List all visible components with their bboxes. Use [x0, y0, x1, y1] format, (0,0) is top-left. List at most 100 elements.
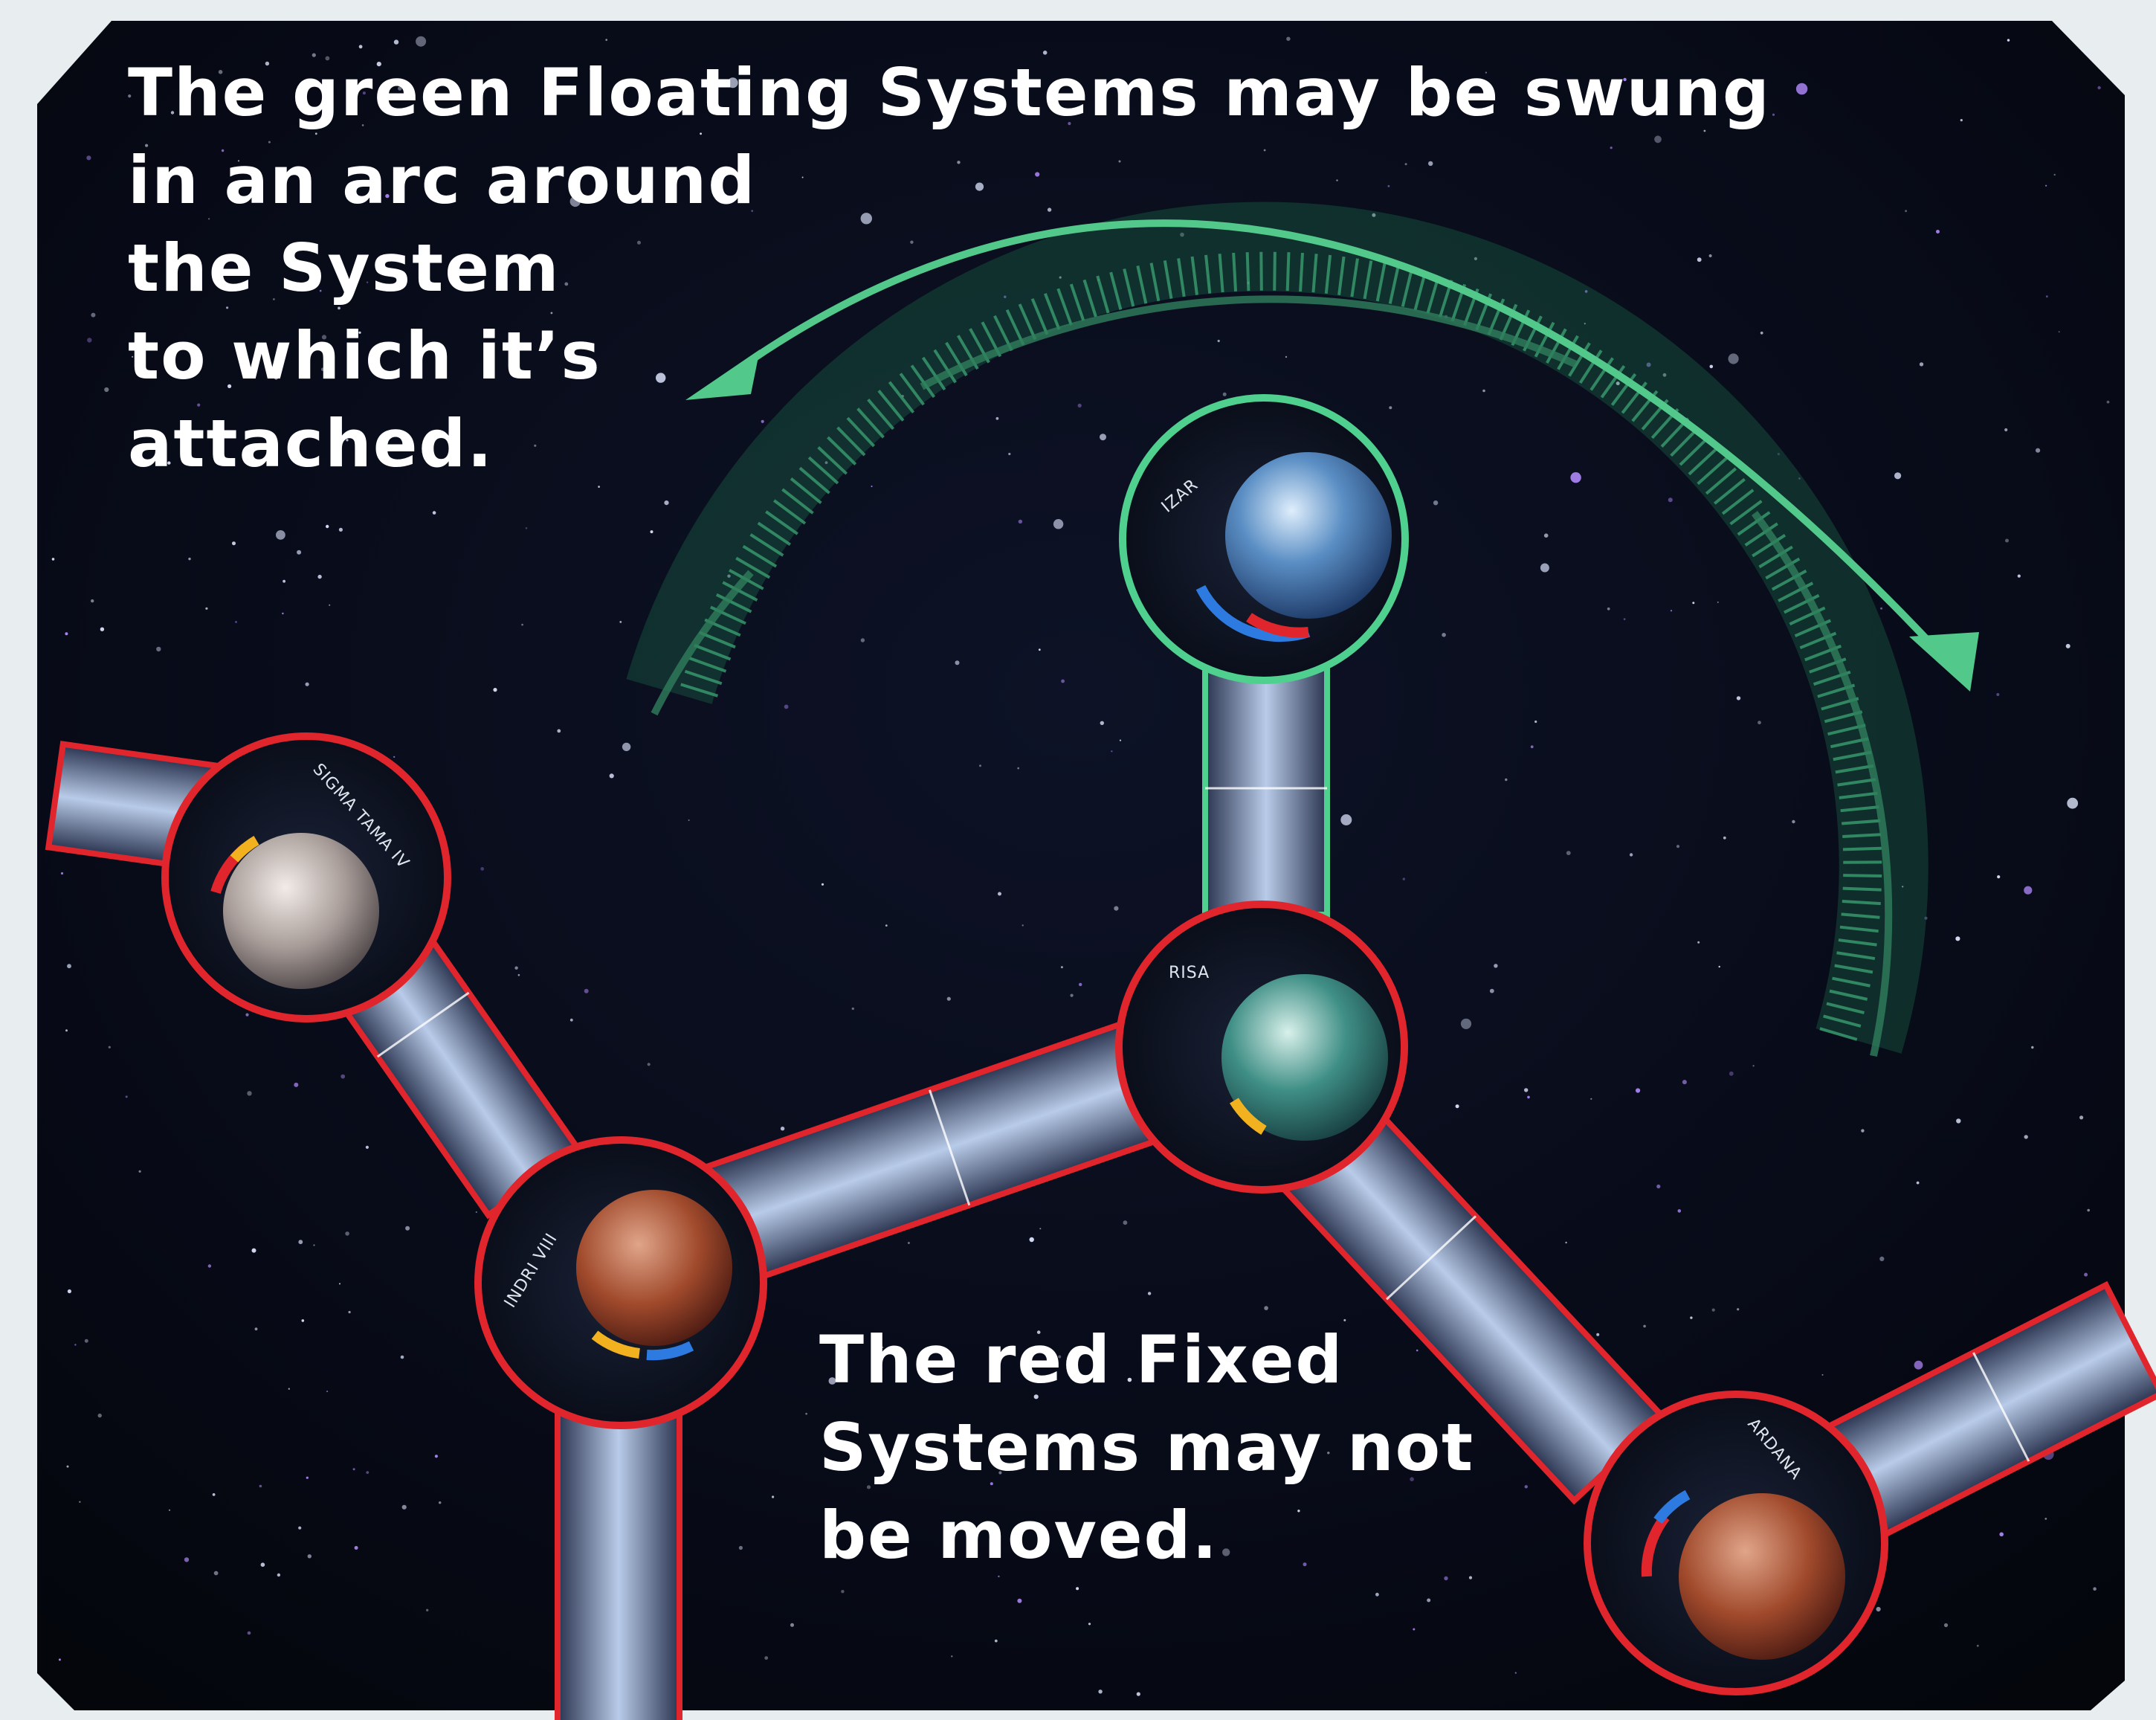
- star: [432, 511, 436, 515]
- star: [2087, 1208, 2090, 1212]
- star: [339, 1283, 340, 1285]
- star: [312, 53, 316, 57]
- star: [434, 1455, 439, 1458]
- star: [2045, 184, 2047, 187]
- star: [1389, 406, 1392, 410]
- star: [276, 530, 285, 540]
- star: [1061, 679, 1065, 683]
- star: [1017, 1598, 1022, 1603]
- star: [329, 604, 331, 606]
- star: [780, 1127, 785, 1131]
- star: [1752, 1065, 1755, 1067]
- star: [277, 1573, 281, 1577]
- star: [2044, 1518, 2047, 1520]
- star: [480, 867, 485, 871]
- star: [688, 819, 690, 821]
- star: [1505, 778, 1508, 782]
- star: [1286, 36, 1291, 41]
- star: [314, 132, 317, 135]
- star: [1914, 1360, 1923, 1370]
- star: [994, 1639, 998, 1643]
- star: [1297, 1510, 1300, 1513]
- star: [1474, 257, 1477, 260]
- star: [1646, 362, 1651, 367]
- caption-line: be moved.: [819, 1497, 1219, 1574]
- star: [60, 872, 64, 875]
- star: [366, 1471, 369, 1474]
- star: [1079, 982, 1082, 987]
- star: [1387, 184, 1390, 187]
- star: [226, 306, 229, 309]
- star: [393, 39, 399, 45]
- star: [1482, 389, 1485, 393]
- star: [751, 210, 754, 212]
- star: [1068, 122, 1071, 126]
- star: [426, 1608, 429, 1611]
- star: [97, 1413, 102, 1418]
- star: [609, 773, 614, 779]
- star: [957, 161, 961, 164]
- star: [2058, 331, 2060, 333]
- star: [283, 579, 285, 583]
- star: [1876, 1606, 1881, 1612]
- star: [1565, 1241, 1567, 1244]
- star: [1894, 472, 1902, 480]
- star: [79, 1501, 81, 1503]
- star: [306, 1476, 309, 1479]
- star: [1711, 1308, 1715, 1312]
- star: [1410, 1477, 1414, 1481]
- star: [1590, 1098, 1592, 1100]
- star: [727, 574, 731, 578]
- star: [1428, 161, 1433, 167]
- star: [168, 1509, 171, 1511]
- star: [1327, 1452, 1330, 1455]
- star: [305, 682, 309, 686]
- fixed-systems-caption: The red Fixed Systems may not be moved.: [819, 1316, 1474, 1579]
- star: [58, 1658, 61, 1661]
- star: [205, 607, 208, 610]
- star: [87, 338, 92, 343]
- system-indri-viii[interactable]: INDRI VIII: [474, 1136, 767, 1429]
- star: [727, 77, 738, 88]
- star: [841, 1590, 845, 1594]
- system-izar[interactable]: IZAR: [1119, 394, 1409, 684]
- star: [247, 1631, 251, 1635]
- star: [2024, 1135, 2028, 1139]
- star: [998, 892, 1001, 896]
- star: [376, 62, 381, 67]
- star: [439, 1501, 442, 1504]
- star: [282, 612, 284, 615]
- star: [340, 1074, 346, 1079]
- system-risa[interactable]: RISA: [1115, 901, 1408, 1194]
- star: [1530, 745, 1534, 749]
- star: [2045, 295, 2048, 298]
- star: [1936, 230, 1940, 233]
- star: [1570, 472, 1581, 483]
- star: [1540, 563, 1549, 573]
- system-sigma-tama-iv[interactable]: SIGMA TAMA IV: [161, 732, 451, 1022]
- star: [1053, 519, 1064, 529]
- star: [1008, 452, 1011, 456]
- star: [294, 1082, 299, 1087]
- star: [514, 966, 518, 970]
- star: [1676, 845, 1680, 848]
- system-ardana[interactable]: ARDANA: [1584, 1391, 1888, 1695]
- star: [907, 1242, 910, 1244]
- star: [619, 621, 622, 623]
- star: [416, 36, 427, 47]
- star: [1123, 1220, 1128, 1225]
- star: [1042, 51, 1048, 55]
- star: [385, 193, 390, 199]
- star: [346, 439, 349, 442]
- star: [325, 56, 330, 61]
- star: [1924, 916, 1928, 920]
- star: [400, 1355, 404, 1359]
- star: [1372, 213, 1376, 217]
- star: [1758, 721, 1761, 725]
- star: [1035, 172, 1040, 177]
- star: [1118, 160, 1121, 163]
- star: [212, 1493, 216, 1496]
- star: [590, 67, 594, 71]
- star: [1285, 355, 1288, 358]
- star: [1728, 353, 1739, 364]
